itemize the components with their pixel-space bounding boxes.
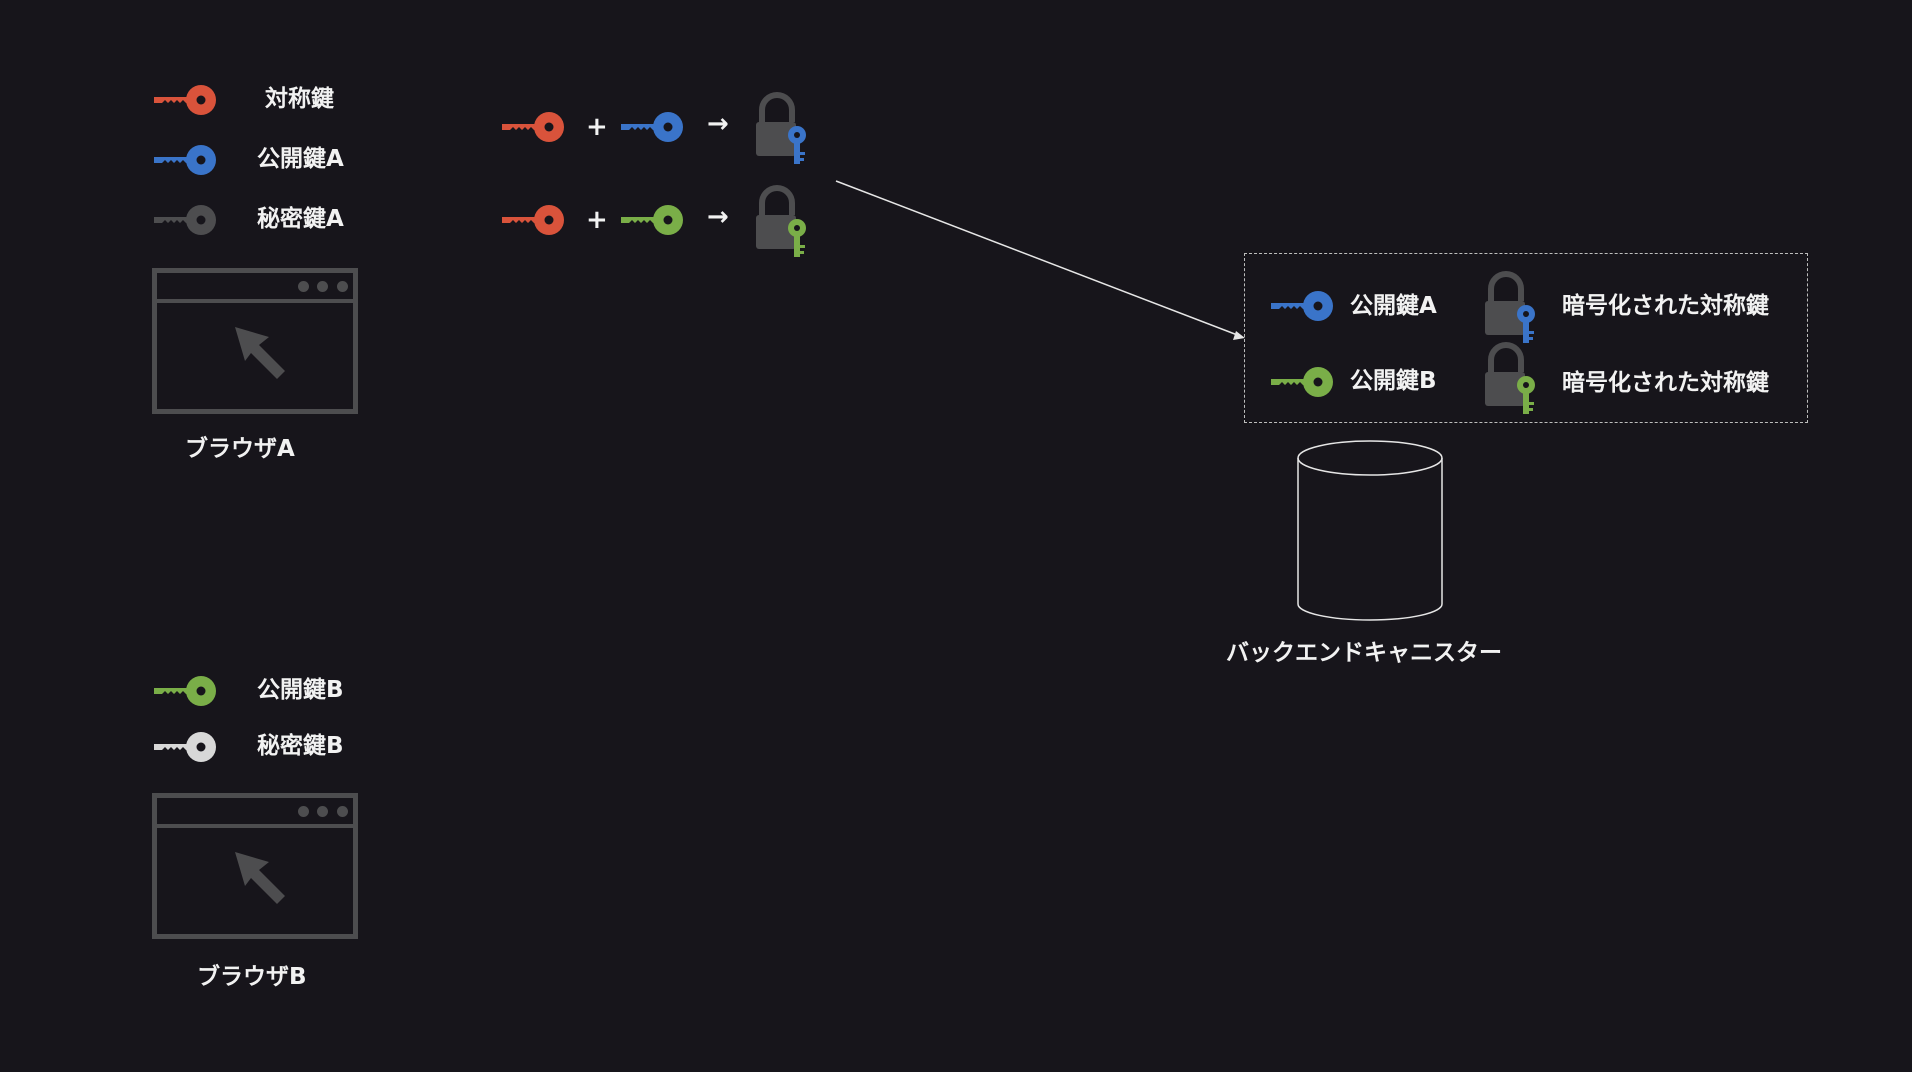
cursor-arrow-icon bbox=[235, 327, 285, 379]
backend-encrypted-key-label-2: 暗号化された対称鍵 bbox=[1562, 370, 1769, 396]
browser-dot bbox=[337, 806, 348, 817]
browser-dot bbox=[337, 281, 348, 292]
legend-private-key-b-label: 秘密鍵B bbox=[257, 733, 344, 759]
browser-a-label: ブラウザA bbox=[185, 436, 295, 462]
public-key-b-icon bbox=[154, 676, 216, 706]
lock-with-public-key-a-icon bbox=[1485, 271, 1535, 343]
backend-encrypted-key-label-1: 暗号化された対称鍵 bbox=[1562, 293, 1769, 319]
lock-with-public-key-a-icon bbox=[756, 92, 806, 164]
symmetric-key-icon bbox=[502, 112, 564, 142]
public-key-b-icon bbox=[621, 205, 683, 235]
legend-public-key-b-label: 公開鍵B bbox=[257, 677, 344, 703]
browser-dot bbox=[317, 281, 328, 292]
browser-dot bbox=[298, 806, 309, 817]
key-hole bbox=[196, 95, 206, 105]
public-key-a-icon bbox=[621, 112, 683, 142]
backend-public-key-b-label: 公開鍵B bbox=[1350, 368, 1437, 394]
arrow-sign: → bbox=[707, 109, 729, 139]
symmetric-key-icon bbox=[502, 205, 564, 235]
plus-sign: + bbox=[586, 112, 608, 142]
public-key-a-icon bbox=[1271, 291, 1333, 321]
public-key-a-icon bbox=[154, 145, 216, 175]
symmetric-key-icon bbox=[154, 85, 216, 115]
public-key-b-icon bbox=[1271, 367, 1333, 397]
legend-private-key-a-label: 秘密鍵A bbox=[257, 206, 344, 232]
private-key-b-icon bbox=[154, 732, 216, 762]
cursor-arrow-icon bbox=[235, 852, 285, 904]
database-cylinder-icon bbox=[1297, 440, 1443, 621]
key-shaft bbox=[154, 97, 192, 103]
browser-b-window-icon bbox=[152, 793, 358, 939]
browser-b-label: ブラウザB bbox=[197, 964, 307, 990]
plus-sign: + bbox=[586, 205, 608, 235]
backend-canister-label: バックエンドキャニスター bbox=[1226, 640, 1502, 666]
legend-public-key-a-label: 公開鍵A bbox=[257, 146, 344, 172]
backend-stored-data-box bbox=[1244, 253, 1808, 423]
private-key-a-icon bbox=[154, 205, 216, 235]
legend-symmetric-key-label: 対称鍵 bbox=[265, 86, 334, 112]
browser-title-bar bbox=[157, 824, 353, 828]
backend-public-key-a-label: 公開鍵A bbox=[1350, 293, 1437, 319]
browser-dot bbox=[317, 806, 328, 817]
arrow-sign: → bbox=[707, 202, 729, 232]
lock-with-public-key-b-icon bbox=[1485, 342, 1535, 414]
browser-title-bar bbox=[157, 299, 353, 303]
lock-with-public-key-b-icon bbox=[756, 185, 806, 257]
browser-a-window-icon bbox=[152, 268, 358, 414]
browser-dot bbox=[298, 281, 309, 292]
